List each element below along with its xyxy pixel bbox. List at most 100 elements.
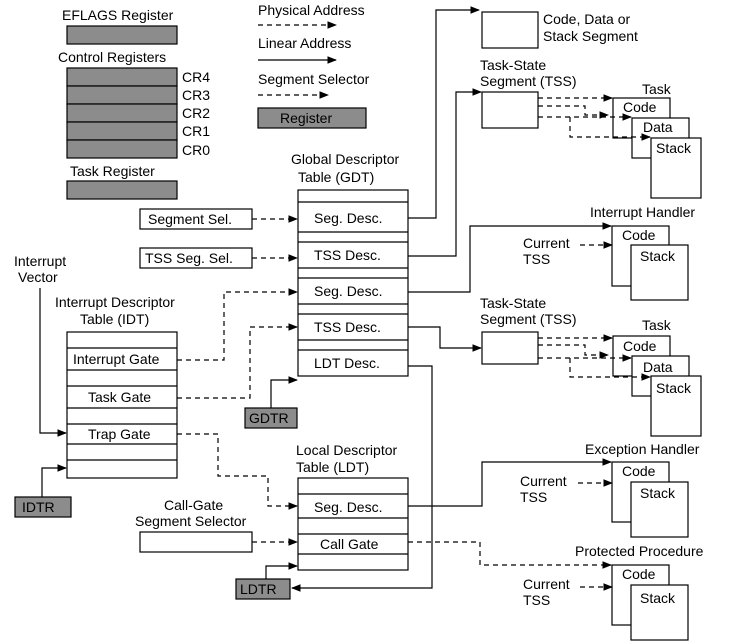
cr3-label: CR3 <box>182 87 210 103</box>
idt-entry-interrupt-gate: Interrupt Gate <box>73 351 160 367</box>
interrupt-gate-arrow <box>177 288 298 361</box>
tss1-label-1: Task-State <box>480 57 546 73</box>
ldt-title-1: Local Descriptor <box>296 442 397 458</box>
gdt-entry-seg-desc-2: Seg. Desc. <box>314 283 382 299</box>
idt-entry-trap-gate: Trap Gate <box>88 426 151 442</box>
ldtr-register <box>235 578 291 600</box>
interrupt-handler-label: Interrupt Handler <box>590 204 695 220</box>
task2-stack-label: Stack <box>656 380 692 396</box>
tss1-label-2: Segment (TSS) <box>480 73 576 89</box>
interrupt-vector-label-2: Vector <box>18 269 58 285</box>
idt-entry-task-gate: Task Gate <box>88 389 151 405</box>
interrupt-handler-stack-box <box>630 244 689 301</box>
tss2-to-stack-arrow <box>569 358 651 381</box>
tss1-box <box>481 91 539 129</box>
gdt-entry-seg-desc-1: Seg. Desc. <box>314 210 382 226</box>
gdtr-to-gdt-arrow <box>270 376 298 408</box>
idtr-to-idt-arrow <box>41 464 67 497</box>
tss1-to-stack-arrow <box>569 117 651 141</box>
cr2-register <box>66 103 178 123</box>
interrupt-handler-code-label: Code <box>622 227 656 243</box>
cr0-register <box>66 139 178 159</box>
exception-handler-stack-label: Stack <box>640 485 676 501</box>
task1-label: Task <box>642 81 672 97</box>
idtr-label: IDTR <box>22 499 55 515</box>
call-gate-selector-box <box>139 531 253 553</box>
ldtr-label: LDTR <box>240 581 277 597</box>
current-tss-1-label: Current <box>523 235 570 251</box>
call-gate-selector-label-1: Call-Gate <box>164 497 223 513</box>
exception-handler-label: Exception Handler <box>585 441 700 457</box>
current-tss-3-sub: TSS <box>523 592 550 608</box>
gdt-entry-tss-desc-1: TSS Desc. <box>314 247 381 263</box>
task1-code-label: Code <box>623 99 657 115</box>
interrupt-handler-stack-label: Stack <box>640 248 676 264</box>
cr3-register <box>66 85 178 105</box>
code-data-stack-label-2: Stack Segment <box>543 28 638 44</box>
ldt-desc-to-ldtr-arrow <box>291 365 433 592</box>
gdt-entry-ldt-desc: LDT Desc. <box>314 355 380 371</box>
idt-table <box>66 331 178 479</box>
task1-stack-box <box>650 137 702 199</box>
tss2-label-2: Segment (TSS) <box>480 311 576 327</box>
ldt-entry-call-gate: Call Gate <box>320 536 379 552</box>
eflags-register <box>66 25 178 45</box>
ldt-title-2: Table (LDT) <box>296 459 369 475</box>
segment-sel-label: Segment Sel. <box>148 211 232 227</box>
interrupt-vector-arrow <box>39 288 67 437</box>
linear-address-label: Linear Address <box>258 35 351 51</box>
ldt-seg-to-exception-handler-arrow <box>408 458 612 507</box>
register-swatch <box>257 107 367 129</box>
current-tss-3-label: Current <box>523 576 570 592</box>
gdt-title-2: Table (GDT) <box>298 169 374 185</box>
task-register-label: Task Register <box>70 163 155 179</box>
gdt-seg-to-interrupt-handler-arrow <box>408 222 612 293</box>
cr1-label: CR1 <box>182 123 210 139</box>
task1-data-label: Data <box>643 119 673 135</box>
interrupt-vector-label-1: Interrupt <box>14 253 66 269</box>
eflags-register-label: EFLAGS Register <box>62 7 174 23</box>
current-tss-1-sub: TSS <box>523 251 550 267</box>
gdt-title-1: Global Descriptor <box>291 151 399 167</box>
cr0-label: CR0 <box>182 142 210 158</box>
code-data-stack-label-1: Code, Data or <box>543 11 630 27</box>
cr2-label: CR2 <box>182 105 210 121</box>
idtr-register <box>14 496 72 518</box>
tss2-box <box>481 331 539 365</box>
call-gate-to-procedure-arrow <box>408 541 612 569</box>
task2-label: Task <box>642 317 672 333</box>
protected-procedure-stack-box <box>630 584 689 641</box>
protected-procedure-code-label: Code <box>622 566 656 582</box>
tss-seg-sel-label: TSS Seg. Sel. <box>145 250 233 266</box>
gdt-tss-to-tss2-arrow <box>408 326 482 352</box>
task2-code-label: Code <box>623 338 657 354</box>
exception-handler-stack-box <box>630 481 689 538</box>
ldt-table <box>297 477 409 571</box>
physical-address-label: Physical Address <box>258 2 365 18</box>
gdt-seg-to-segment-arrow <box>408 6 480 219</box>
ldtr-to-ldt-arrow <box>265 562 298 579</box>
protected-procedure-label: Protected Procedure <box>575 543 704 559</box>
gdt-table <box>297 189 409 377</box>
idt-title-2: Table (IDT) <box>80 311 149 327</box>
register-swatch-label: Register <box>280 110 332 126</box>
cr4-label: CR4 <box>182 69 210 85</box>
tss2-to-code-arrow-2 <box>538 344 609 359</box>
gdt-tss-to-tss1-arrow <box>408 88 482 257</box>
protected-procedure-stack-label: Stack <box>640 590 676 606</box>
control-registers-label: Control Registers <box>58 49 166 65</box>
trap-gate-arrow <box>177 433 298 510</box>
ldt-entry-seg-desc: Seg. Desc. <box>314 499 382 515</box>
call-gate-selector-label-2: Segment Selector <box>135 513 247 529</box>
task-gate-arrow <box>177 323 298 399</box>
task2-stack-box <box>650 375 702 437</box>
tss1-to-code-arrow-2 <box>538 105 609 119</box>
segment-selector-label: Segment Selector <box>258 71 370 87</box>
gdtr-label: GDTR <box>249 410 289 426</box>
idt-title-1: Interrupt Descriptor <box>55 294 175 310</box>
task-register <box>66 180 178 200</box>
exception-handler-code-label: Code <box>622 463 656 479</box>
task1-stack-label: Stack <box>656 140 692 156</box>
